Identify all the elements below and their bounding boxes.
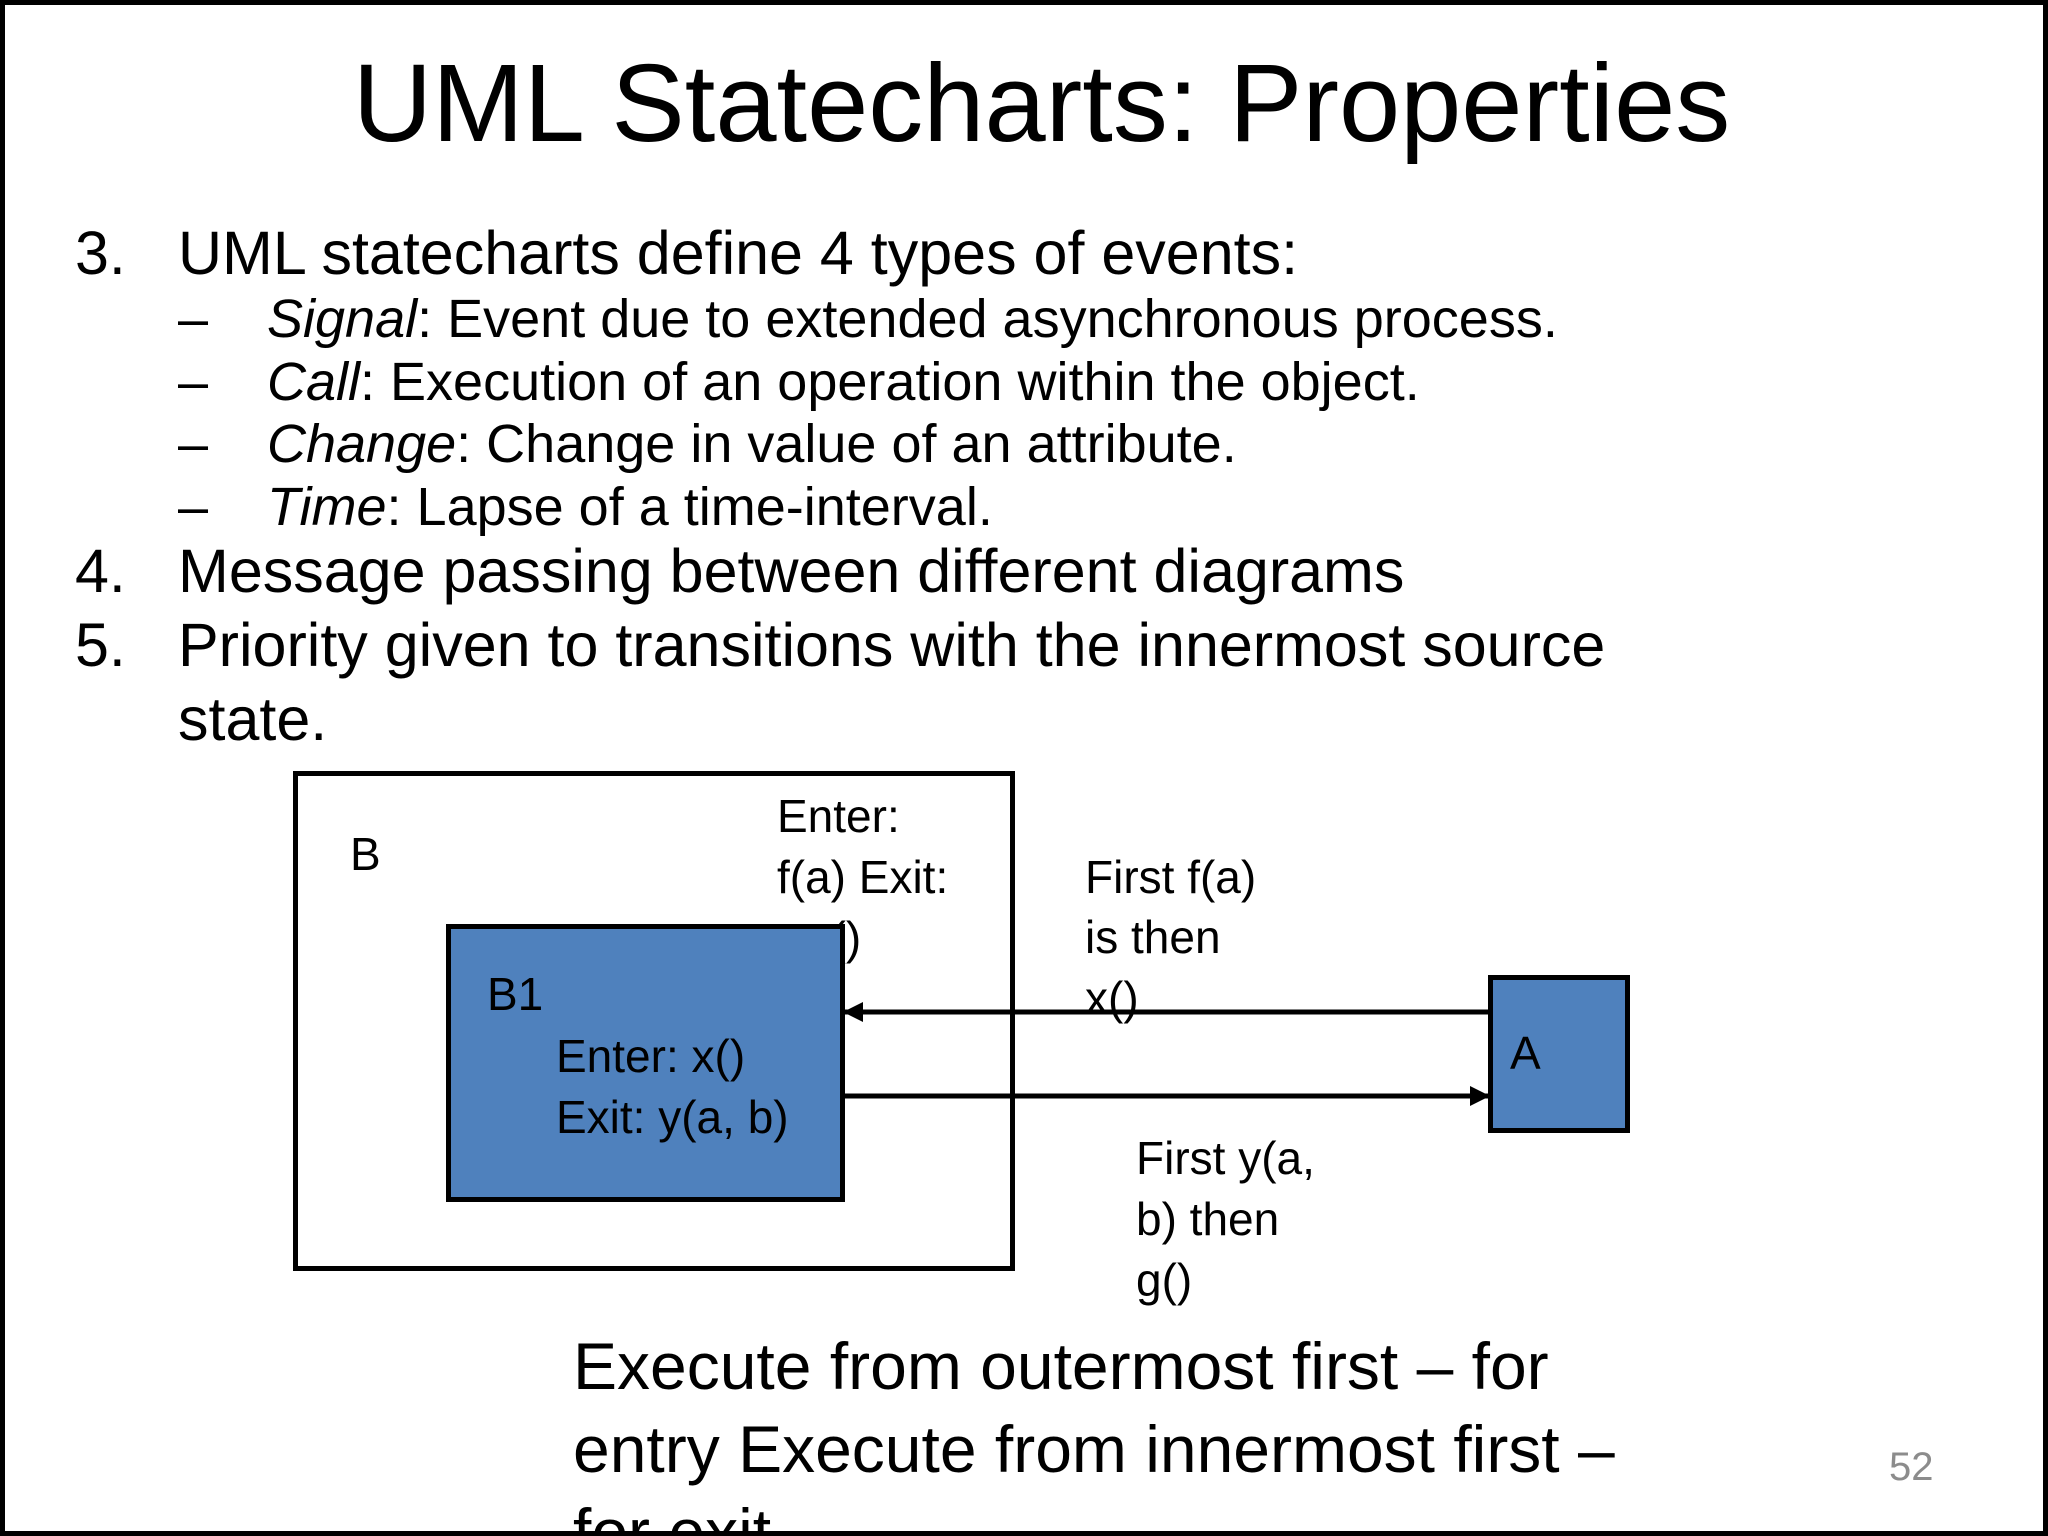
bullet-dash: – [178,414,209,474]
list-text: Priority given to transitions with the i… [178,611,1606,679]
event-type-desc: : Event due to extended asynchronous pro… [417,289,1558,349]
outgoing-note-line1: First y(a, [1136,1132,1315,1184]
bullet-dash: – [178,477,209,537]
state-b1-label: B1 [487,968,544,1020]
caption-line1: Execute from outermost first – for [573,1329,1549,1403]
event-type-desc: : Lapse of a time-interval. [386,477,993,537]
outgoing-note-line2: b) then [1136,1193,1280,1245]
event-type-desc: : Change in value of an attribute. [456,414,1237,474]
caption-line3: for exit [573,1495,772,1536]
list-text: state. [178,685,328,753]
event-type-desc: : Execution of an operation within the o… [360,352,1420,412]
list-text: Message passing between different diagra… [178,537,1405,605]
bullet-dash: – [178,289,209,349]
list-text: UML statecharts define 4 types of events… [178,219,1299,287]
event-type-name: Change [267,414,457,474]
list-number: 4. [75,537,126,605]
state-b-label: B [350,828,381,880]
state-b1 [446,924,845,1202]
page-number: 52 [1889,1445,1934,1489]
event-type-name: Time [267,477,387,537]
state-b1-exit: Exit: y(a, b) [556,1091,789,1143]
execution-caption: Execute from outermost first – for entry… [573,1325,1615,1536]
caption-line2: entry Execute from innermost first – [573,1412,1615,1487]
event-type-name: Call [267,352,361,412]
event-type-name: Signal [267,289,418,349]
bullet-dash: – [178,352,209,412]
incoming-note-line1: First f(a) [1085,851,1257,903]
list-number: 3. [75,219,126,287]
state-a-label: A [1510,1027,1541,1079]
outgoing-note-line3: g() [1136,1254,1193,1306]
state-b-note-line2: f(a) Exit: [777,851,949,903]
state-a [1488,975,1630,1133]
slide-title: UML Statecharts: Properties [352,42,1731,165]
state-b1-enter: Enter: x() [556,1030,746,1082]
incoming-note-line2: is then [1085,911,1221,963]
transition-arrows [843,1002,1490,1106]
incoming-note-line3: x() [1085,972,1139,1024]
state-b-note-line1: Enter: [777,790,900,842]
list-number: 5. [75,611,126,679]
